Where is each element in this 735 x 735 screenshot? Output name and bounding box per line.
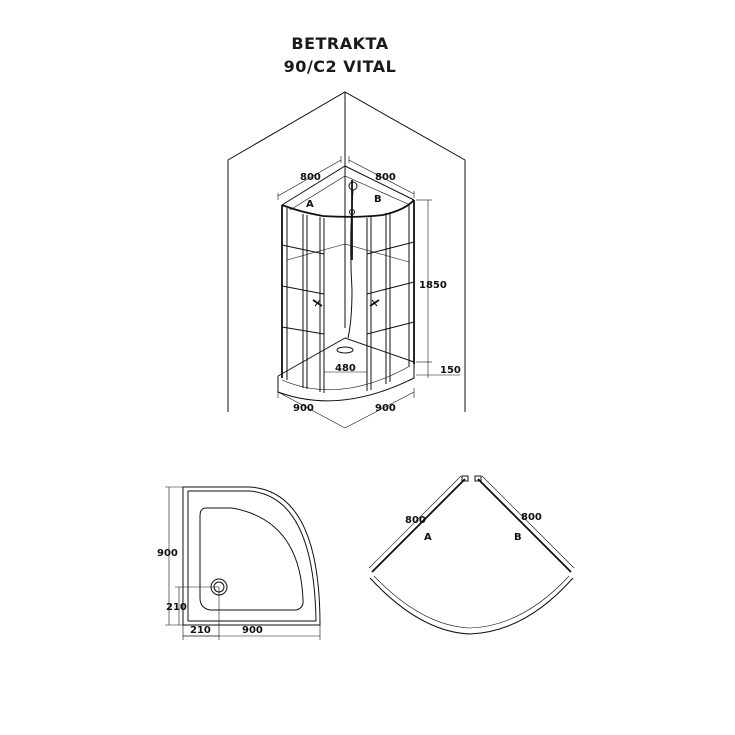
dim-tray-label: 150 [440, 365, 461, 376]
glass-bar [366, 281, 415, 295]
dim-tray-depth [165, 486, 183, 626]
panel-b-width: 800 [521, 512, 542, 523]
dim-entrance-label: 480 [335, 363, 356, 374]
title-line-1: BETRAKTA [291, 34, 389, 53]
tray-basin [199, 507, 304, 611]
panels-plan-view: 800 A 800 B [368, 475, 575, 635]
glass-bar [281, 244, 325, 255]
top-frame-back-inner [289, 175, 409, 211]
dim-drain-x-label: 210 [190, 625, 211, 636]
dim-top-right [348, 156, 415, 198]
dim-drain-y [175, 586, 219, 625]
iso-panel-a: A [306, 199, 314, 210]
glass-bar [366, 241, 415, 255]
dim-tray [416, 362, 460, 378]
tray-outline [182, 486, 321, 626]
drain-icon [336, 346, 354, 354]
back-bar [286, 243, 346, 261]
dim-height-label: 1850 [419, 280, 447, 291]
left-handle [312, 299, 323, 307]
panel-a-dim [368, 475, 462, 569]
isometric-view: 800 800 A B 1850 150 480 [227, 91, 466, 429]
shower-tray-top [277, 337, 415, 377]
dim-drain-y-label: 210 [166, 602, 187, 613]
curved-door-outer [369, 577, 574, 635]
dim-height [416, 199, 432, 363]
right-handle [369, 299, 380, 307]
back-bar [344, 243, 410, 263]
glass-bar [281, 326, 325, 335]
panel-b-label: B [514, 532, 522, 543]
panel-b-dim [481, 475, 575, 569]
shower-tray-inner [281, 365, 411, 391]
dim-tray-depth-label: 900 [157, 548, 178, 559]
panel-b-end [474, 475, 482, 482]
shower-head-icon [347, 180, 358, 339]
dim-top-left [277, 156, 342, 200]
dim-tray-width-label: 900 [242, 625, 263, 636]
top-frame-back [281, 165, 415, 206]
title-line-2: 90/C2 VITAL [283, 57, 397, 76]
iso-panel-b: B [374, 194, 382, 205]
tray-plan-view: 900 210 210 900 [157, 486, 321, 640]
top-frame-arc [281, 199, 415, 218]
glass-bar [281, 285, 325, 295]
tray-rim [187, 490, 317, 622]
dim-top-right-label: 800 [375, 172, 396, 183]
dim-base [277, 388, 415, 429]
panel-a-width: 800 [405, 515, 426, 526]
dim-base-right-label: 900 [375, 403, 396, 414]
dim-top-left-label: 800 [300, 172, 321, 183]
glass-bar [366, 321, 415, 335]
dim-base-left-label: 900 [293, 403, 314, 414]
curved-door-inner [373, 575, 570, 629]
panel-a [371, 478, 466, 573]
shower-tray-front [277, 362, 415, 402]
dim-tray-width [182, 625, 321, 640]
panel-a-label: A [424, 532, 432, 543]
panel-a-end [461, 475, 469, 482]
panel-b [477, 478, 572, 573]
